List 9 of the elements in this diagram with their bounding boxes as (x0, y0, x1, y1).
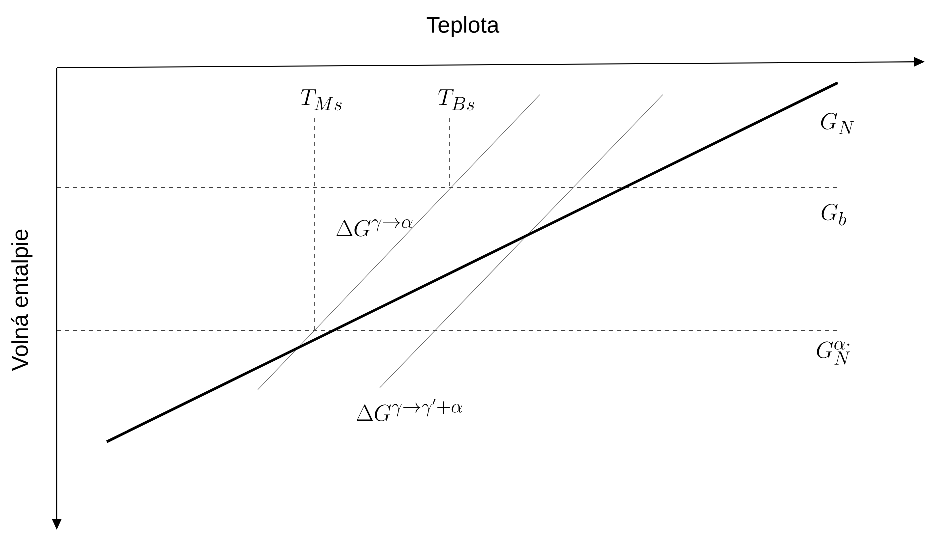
level-label: $G_N^{\alpha\cdot}$ (817, 341, 850, 365)
curve-label: $G_N$ (821, 113, 854, 134)
level-label: $G_b$ (822, 204, 846, 226)
axis-label: Volná entalpie (11, 230, 33, 372)
line-label: $\Delta G^{\gamma\to\gamma'+\alpha}$ (356, 398, 462, 422)
axis-label: Teplota (426, 16, 500, 38)
line-label: $\Delta G^{\gamma\to\alpha}$ (336, 218, 413, 237)
tick-label: $T_{Ms}$ (301, 90, 342, 111)
tick-label: $T_{Bs}$ (438, 90, 474, 111)
